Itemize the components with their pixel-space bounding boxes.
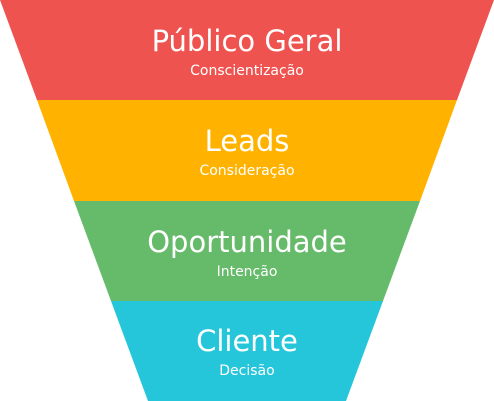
stage-title: Cliente: [196, 324, 298, 358]
funnel-stage-publico-geral: Público Geral Conscientização: [0, 0, 494, 100]
funnel-stage-oportunidade: Oportunidade Intenção: [74, 201, 420, 301]
stage-subtitle: Intenção: [217, 264, 278, 280]
funnel-stage-leads: Leads Consideração: [37, 100, 457, 201]
funnel-stage-shape: [0, 0, 494, 100]
stage-title: Oportunidade: [147, 225, 347, 259]
stage-subtitle: Consideração: [199, 163, 294, 179]
funnel-stage-cliente: Cliente Decisão: [111, 301, 383, 401]
stage-subtitle: Conscientização: [190, 63, 304, 79]
stage-title: Leads: [205, 124, 290, 158]
stage-title: Público Geral: [152, 24, 343, 58]
funnel-stage-shape: [37, 100, 457, 201]
stage-subtitle: Decisão: [219, 363, 274, 379]
funnel-stage-shape: [74, 201, 420, 301]
funnel-stage-shape: [111, 301, 383, 401]
